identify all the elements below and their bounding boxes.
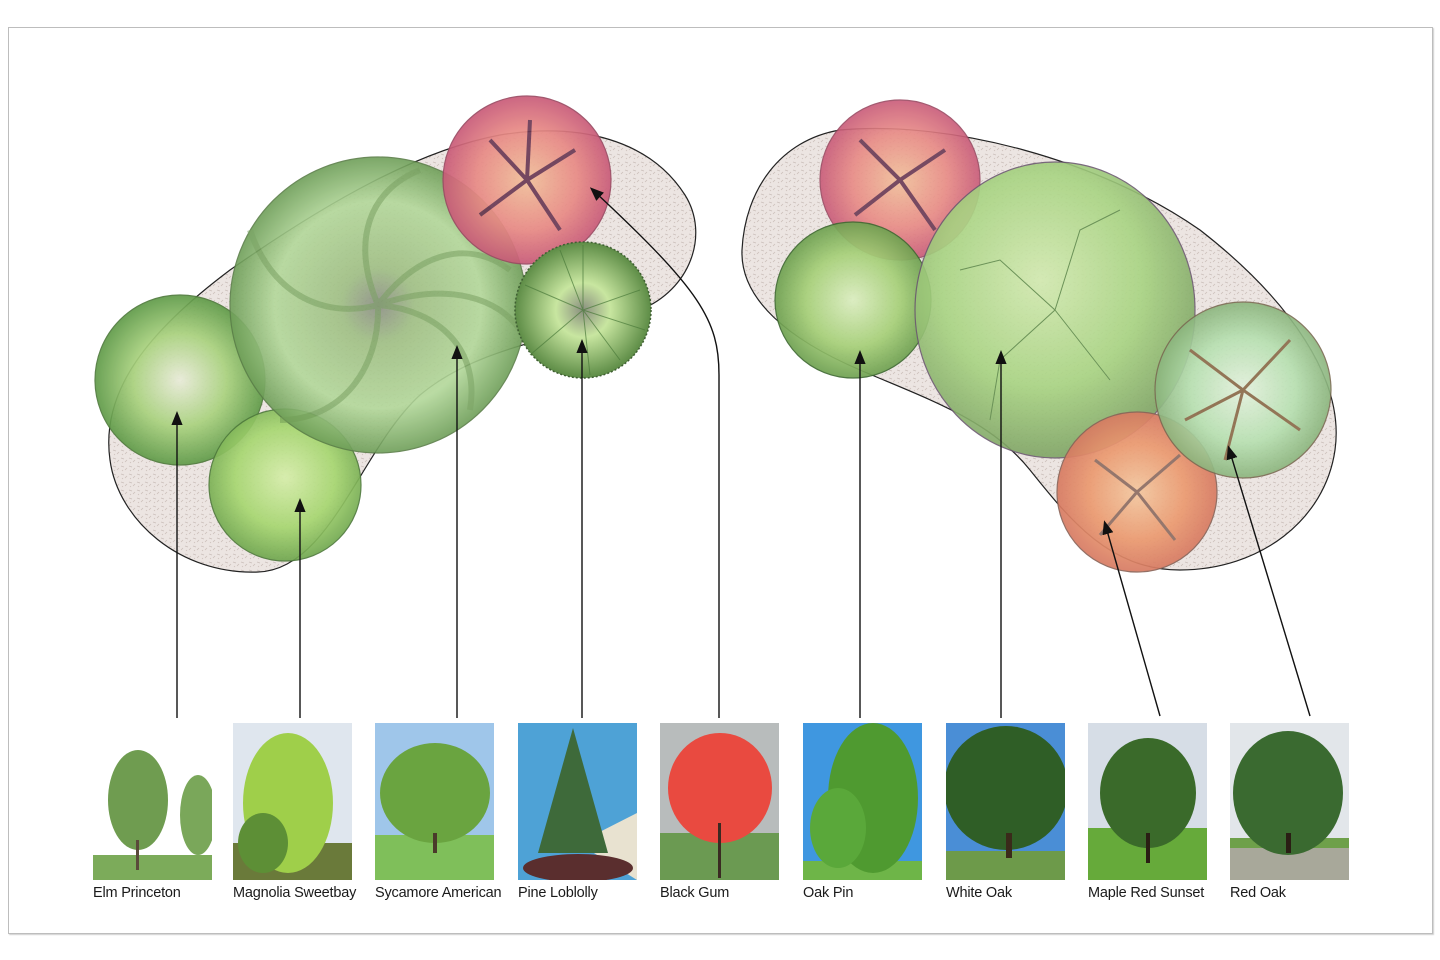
left-planting-bed	[94, 95, 697, 573]
leader-lines	[171, 187, 1311, 718]
oak-pin-symbol	[774, 221, 932, 379]
photo-magnolia-sweetbay	[233, 723, 352, 880]
red-oak-symbol	[1154, 301, 1332, 479]
red-canopy-symbol	[819, 99, 981, 261]
label-sycamore-american: Sycamore American	[375, 885, 502, 901]
label-maple-red-sunset: Maple Red Sunset	[1088, 885, 1205, 901]
label-magnolia-sweetbay: Magnolia Sweetbay	[233, 885, 357, 901]
label-red-oak: Red Oak	[1230, 885, 1286, 901]
leader-maple-red-sunset	[1102, 520, 1161, 717]
white-oak-symbol	[914, 161, 1196, 459]
label-pine-loblolly: Pine Loblolly	[518, 885, 598, 901]
leader-black-gum	[589, 187, 720, 718]
pine-loblolly-symbol	[514, 241, 652, 379]
photo-oak-pin	[803, 723, 922, 880]
label-black-gum: Black Gum	[660, 885, 730, 901]
label-white-oak: White Oak	[946, 885, 1012, 901]
photo-pine-loblolly	[518, 723, 637, 880]
photo-maple-red-sunset	[1088, 723, 1207, 880]
photo-red-oak	[1230, 723, 1349, 880]
label-elm-princeton: Elm Princeton	[93, 885, 181, 901]
photo-sycamore-american	[375, 723, 494, 880]
label-oak-pin: Oak Pin	[803, 885, 854, 901]
leader-red-oak	[1226, 445, 1311, 717]
black-gum-symbol	[442, 95, 612, 265]
maple-red-sunset-symbol	[1056, 411, 1218, 573]
photo-white-oak	[946, 723, 1065, 880]
right-planting-bed	[741, 99, 1337, 573]
sycamore-american-symbol	[229, 156, 527, 454]
photo-elm-princeton	[93, 745, 212, 880]
photo-black-gum	[660, 723, 779, 880]
